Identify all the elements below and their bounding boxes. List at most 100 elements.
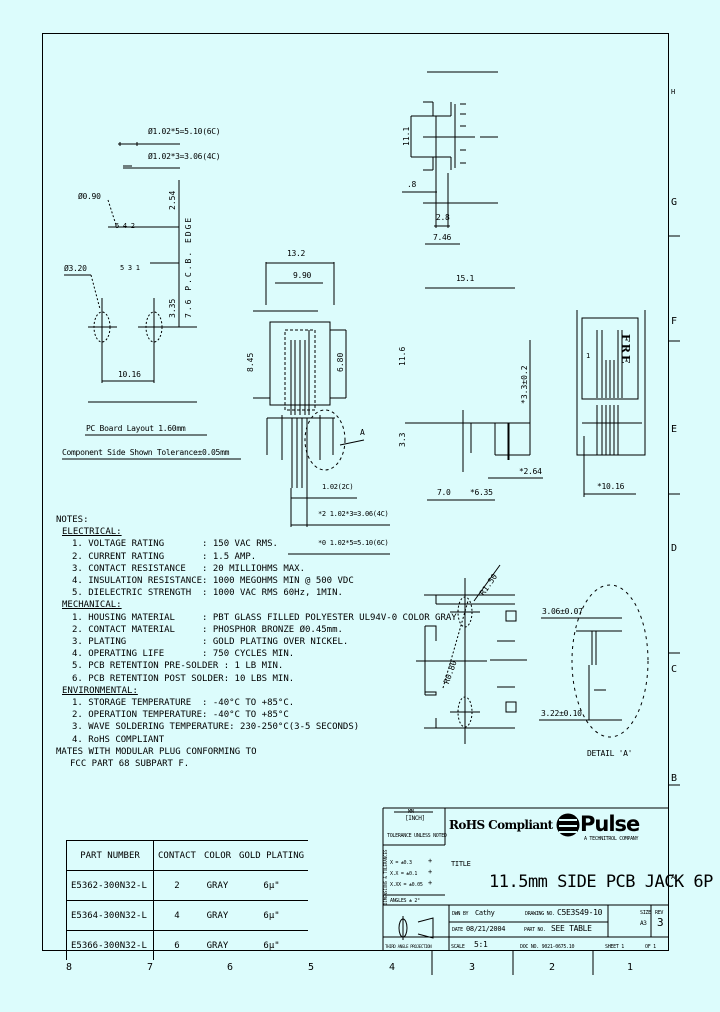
note-item: 5. DIELECTRIC STRENGTH : 1000 VAC RMS 60… xyxy=(72,588,343,599)
zone-g: G xyxy=(671,197,678,208)
dim-pin-pitch: 1.02(2C) xyxy=(322,483,354,491)
zone-d: D xyxy=(671,543,678,554)
doc-number: DOC NO. 9021-0675.10 xyxy=(520,944,575,950)
of-label: OF 1 xyxy=(645,944,656,950)
dim-rear-width: *10.16 xyxy=(597,482,625,491)
zone-1: 1 xyxy=(627,962,634,973)
note-item: 4. INSULATION RESISTANCE: 1000 MEGOHMS M… xyxy=(72,576,354,587)
pin-1: 1 xyxy=(135,264,140,272)
zone-a: A xyxy=(671,873,676,881)
scale-label: SCALE xyxy=(451,944,465,950)
dim-hole-spacing: 10.16 xyxy=(118,370,141,379)
dim-hole-small: Ø0.90 xyxy=(78,192,101,201)
dim-pin-6c: *0 1.02*5=5.10(6C) xyxy=(318,539,389,547)
dim-top-height: 11.1 xyxy=(402,126,411,146)
dim-top-76: 7.46 xyxy=(433,233,452,242)
zone-3: 3 xyxy=(469,962,476,973)
rear-pin-mark: 1 xyxy=(586,352,590,360)
note-item: 3. WAVE SOLDERING TEMPERATURE: 230-250°C… xyxy=(72,722,360,733)
zone-b: B xyxy=(671,773,678,784)
dim-detail-top: 3.06±0.07 xyxy=(542,607,583,616)
dim-side-254: *2.64 xyxy=(519,467,542,476)
dim-top-28: 2.8 xyxy=(436,213,450,222)
note-item: 2. CONTACT MATERIAL : PHOSPHOR BRONZE Ø0… xyxy=(72,624,343,635)
notes-block: NOTES: ELECTRICAL: 1. VOLTAGE RATING : 1… xyxy=(56,514,457,770)
table-cell: 6μ" xyxy=(235,900,309,931)
pin-labels-row2: 5 3 1 xyxy=(120,264,140,272)
note-item: 1. VOLTAGE RATING : 150 VAC RMS. xyxy=(72,539,278,550)
pcb-caption-1: PC Board Layout 1.60mm xyxy=(86,424,186,433)
note-item: 5. PCB RETENTION PRE-SOLDER : 1 LB MIN. xyxy=(72,661,284,672)
note-item: 3. PLATING : GOLD PLATING OVER NICKEL. xyxy=(72,637,349,648)
detail-a-callout: A xyxy=(360,428,365,437)
notes-heading-mechanical: MECHANICAL: xyxy=(62,600,122,611)
zone-4: 4 xyxy=(389,962,396,973)
dim-side-height-right: *3.3±0.2 xyxy=(520,365,529,404)
drawn-by-label: DWN BY xyxy=(452,911,469,917)
tolerance-row: X = ±0.3 xyxy=(390,860,412,866)
table-header: PART NUMBER xyxy=(66,840,154,871)
table-cell: E5364-300N32-L xyxy=(66,900,154,931)
dim-side-height: 11.6 xyxy=(398,346,407,366)
size-value: A3 xyxy=(640,920,647,927)
notes-footer-1: MATES WITH MODULAR PLUG CONFORMING TO xyxy=(56,746,257,757)
units-sub: [INCH] xyxy=(405,815,425,822)
sheet-label: SHEET 1 xyxy=(605,944,624,950)
pin-6: 6 xyxy=(115,222,119,230)
table-row: E5366-300N32-L 6 GRAY 6μ" xyxy=(66,930,309,960)
notes-footer-2: FCC PART 68 SUBPART F. xyxy=(70,759,190,770)
tolerance-mark: + xyxy=(428,868,432,876)
note-item: 2. CURRENT RATING : 1.5 AMP. xyxy=(72,551,257,562)
zone-5: 5 xyxy=(308,962,315,973)
angles-tolerance: ANGLES ± 2° xyxy=(390,898,420,904)
note-item: 1. HOUSING MATERIAL : PBT GLASS FILLED P… xyxy=(72,612,457,623)
table-cell: GRAY xyxy=(199,930,236,960)
company-subtitle: A TECHNITROL COMPANY xyxy=(584,836,639,842)
dim-detail-bottom: 3.22±0.10 xyxy=(541,709,582,718)
pin-3: 3 xyxy=(127,264,132,272)
detail-a-caption: DETAIL 'A' xyxy=(587,749,633,758)
part-no-label: PART NO. xyxy=(524,927,546,933)
dim-side-70: 7.0 xyxy=(437,488,451,497)
tolerance-row: X.X = ±0.1 xyxy=(390,871,418,877)
table-header-row: PART NUMBER CONTACT COLOR GOLD PLATING xyxy=(66,840,309,871)
dim-height-left: 8.45 xyxy=(246,352,255,372)
table-cell: 4 xyxy=(153,900,200,931)
note-item: 1. STORAGE TEMPERATURE : -40°C TO +85°C. xyxy=(72,698,295,709)
notes-heading-electrical: ELECTRICAL: xyxy=(62,527,122,538)
zone-h: H xyxy=(671,88,676,96)
rev-value: 3 xyxy=(657,916,664,929)
table-cell: E5366-300N32-L xyxy=(66,930,154,960)
tolerance-header: TOLERANCE UNLESS NOTED xyxy=(387,833,447,839)
dim-pcb-6c: Ø1.02*5=5.10(6C) xyxy=(148,127,221,136)
dimensions-side-label: DIMENSIONS & TOLERANCES xyxy=(383,849,388,905)
note-item: 4. OPERATING LIFE : 750 CYCLES MIN. xyxy=(72,649,295,660)
size-label: SIZE xyxy=(640,910,651,916)
note-item: 3. CONTACT RESISTANCE : 20 MILLIOHMS MAX… xyxy=(72,563,305,574)
dim-hole-large: Ø3.20 xyxy=(64,264,87,273)
projection-label: THIRD ANGLE PROJECTION xyxy=(385,944,432,949)
zone-6: 6 xyxy=(227,962,234,973)
units-label: MM xyxy=(408,809,414,815)
drawing-number: C5E3S49-10 xyxy=(557,908,603,917)
note-item: 4. RoHS COMPLIANT xyxy=(72,734,165,745)
dim-side-width: 15.1 xyxy=(456,274,475,283)
zone-7: 7 xyxy=(147,962,154,973)
zone-2: 2 xyxy=(549,962,556,973)
part-no-value: SEE TABLE xyxy=(551,924,592,933)
tolerance-row: X.XX = ±0.05 xyxy=(390,882,423,888)
pcb-caption-2: Component Side Shown Tolerance±0.05mm xyxy=(62,448,230,457)
zone-f: F xyxy=(671,316,678,327)
rohs-compliant-label: RoHS Compliant xyxy=(449,818,553,832)
tolerance-mark: + xyxy=(428,857,432,865)
tolerance-mark: + xyxy=(428,879,432,887)
pin-labels-row1: 6 4 2 xyxy=(115,222,135,230)
date-label: DATE xyxy=(452,927,463,933)
date-value: 08/21/2004 xyxy=(466,925,506,933)
parts-table: PART NUMBER CONTACT COLOR GOLD PLATING E… xyxy=(66,840,309,960)
note-item: 6. PCB RETENTION POST SOLDER: 10 LBS MIN… xyxy=(72,673,295,684)
table-row: E5362-300N32-L 2 GRAY 6μ" xyxy=(66,870,309,901)
table-cell: GRAY xyxy=(199,900,236,931)
dim-pcb-4c: Ø1.02*3=3.06(4C) xyxy=(148,152,221,161)
